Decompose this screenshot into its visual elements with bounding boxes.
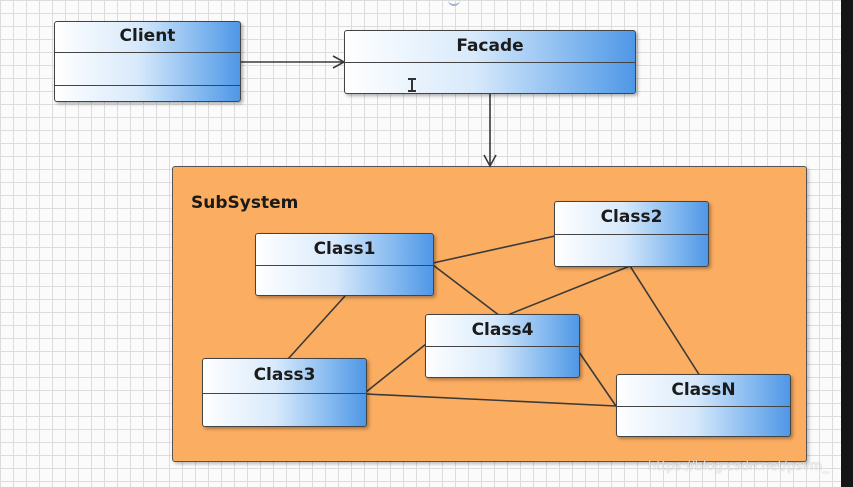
link-class1-class2 — [432, 235, 556, 264]
client-operations-section — [55, 86, 240, 101]
class4-body-section — [426, 347, 579, 377]
text-cursor-icon — [408, 78, 416, 92]
client-attributes-section — [55, 53, 240, 86]
class4-title: Class4 — [426, 315, 579, 347]
link-class1-class3 — [287, 295, 346, 360]
link-class4-classN — [578, 351, 617, 407]
class2-box[interactable]: Class2 — [554, 201, 709, 267]
facade-body-section — [345, 63, 635, 93]
class3-box[interactable]: Class3 — [202, 358, 367, 427]
class3-body-section — [203, 394, 366, 426]
link-class3-class4 — [365, 343, 427, 393]
client-class-title: Client — [55, 22, 240, 53]
class3-title: Class3 — [203, 359, 366, 394]
top-edge-mark — [448, 0, 460, 6]
classN-box[interactable]: ClassN — [616, 374, 791, 437]
link-class2-classN — [629, 265, 701, 377]
class1-box[interactable]: Class1 — [255, 233, 434, 296]
class1-body-section — [256, 266, 433, 295]
class2-body-section — [555, 235, 708, 266]
facade-class-box[interactable]: Facade — [344, 30, 636, 94]
watermark-text: https://blog.csdn.net/psvm_ — [648, 459, 829, 474]
class1-title: Class1 — [256, 234, 433, 266]
link-class1-class4 — [432, 264, 501, 317]
class4-box[interactable]: Class4 — [425, 314, 580, 378]
link-class2-class4 — [504, 265, 631, 317]
classN-title: ClassN — [617, 375, 790, 407]
classN-body-section — [617, 407, 790, 436]
subsystem-label: SubSystem — [191, 193, 299, 213]
client-class-box[interactable]: Client — [54, 21, 241, 102]
class2-title: Class2 — [555, 202, 708, 235]
window-frame-edge — [841, 0, 853, 487]
link-class3-classN — [365, 393, 617, 407]
facade-class-title: Facade — [345, 31, 635, 63]
